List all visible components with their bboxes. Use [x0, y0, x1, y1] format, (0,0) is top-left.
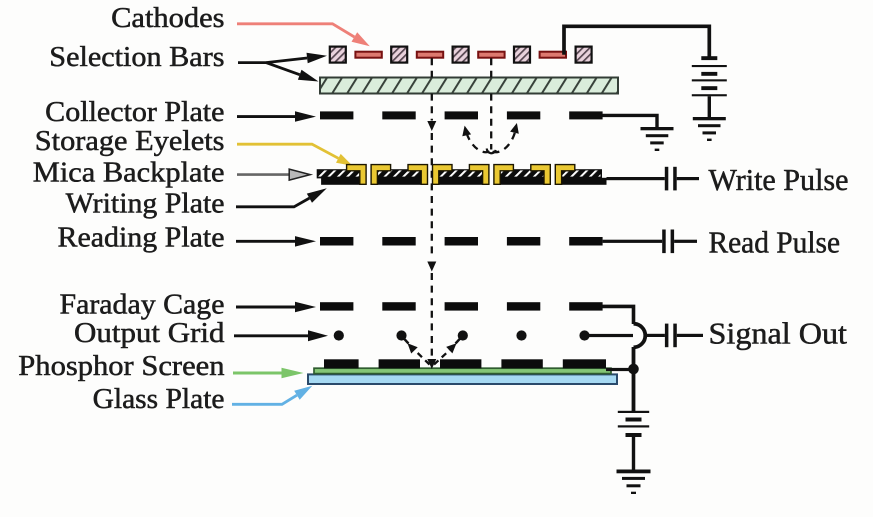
svg-text:Write Pulse: Write Pulse [709, 163, 849, 197]
svg-text:Read Pulse: Read Pulse [709, 225, 841, 259]
svg-text:Glass Plate: Glass Plate [93, 384, 225, 415]
svg-text:Cathodes: Cathodes [111, 3, 224, 34]
svg-text:Phosphor Screen: Phosphor Screen [18, 351, 224, 382]
svg-text:Collector Plate: Collector Plate [45, 97, 224, 128]
svg-text:Selection Bars: Selection Bars [49, 42, 224, 73]
svg-text:Mica Backplate: Mica Backplate [33, 158, 225, 189]
svg-text:Output Grid: Output Grid [74, 318, 225, 349]
svg-text:Faraday Cage: Faraday Cage [60, 289, 225, 320]
svg-text:Writing Plate: Writing Plate [66, 189, 225, 220]
svg-text:Signal Out: Signal Out [709, 317, 848, 351]
svg-text:Storage Eyelets: Storage Eyelets [35, 126, 225, 157]
svg-text:Reading Plate: Reading Plate [58, 223, 225, 254]
